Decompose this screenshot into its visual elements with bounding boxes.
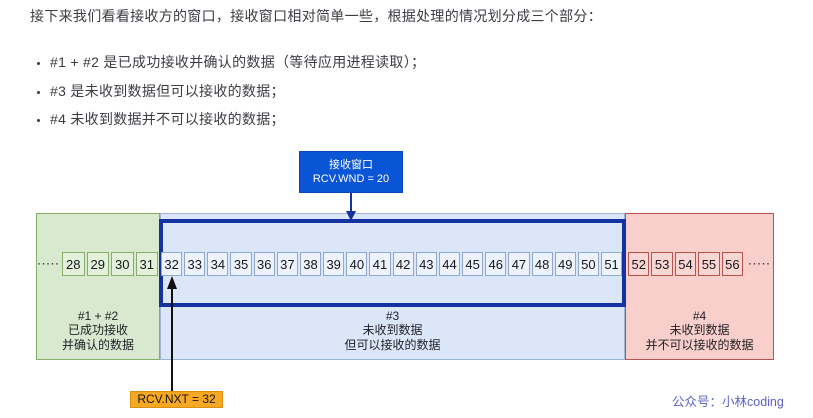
receive-window-callout: 接收窗口 RCV.WND = 20 (299, 151, 403, 193)
region-label-line: 已成功接收 (67, 323, 128, 337)
rcv-nxt-label: RCV.NXT = 32 (130, 391, 223, 408)
region-not-receivable: #4 未收到数据 并不可以接收的数据 (625, 213, 774, 360)
region-label-line: #4 (692, 308, 707, 323)
region-label-line: 未收到数据 (362, 323, 423, 337)
sequence-cell-48: 48 (531, 252, 553, 276)
sequence-cell-49: 49 (554, 252, 576, 276)
receive-window-callout-title: 接收窗口 (329, 159, 373, 171)
sequence-cell-43: 43 (415, 252, 437, 276)
sequence-ellipsis-right: ····· (748, 259, 772, 269)
sequence-cell-45: 45 (462, 252, 484, 276)
region-receive-window: #3 未收到数据 但可以接收的数据 (160, 213, 625, 360)
sequence-cell-31: 31 (135, 252, 158, 276)
region-label-line: 但可以接收的数据 (344, 337, 441, 352)
sequence-cell-47: 47 (508, 252, 530, 276)
region-label-line: #1 + #2 (77, 308, 119, 323)
sequence-cell-50: 50 (577, 252, 599, 276)
receive-window-callout-value: RCV.WND = 20 (312, 173, 390, 185)
region-receive-window-label: #3 未收到数据 但可以接收的数据 (161, 309, 624, 353)
sequence-cell-29: 29 (86, 252, 109, 276)
region-label-line: 未收到数据 (669, 323, 730, 337)
sequence-cell-35: 35 (230, 252, 252, 276)
sequence-cell-51: 51 (600, 252, 623, 276)
sequence-cell-33: 33 (184, 252, 206, 276)
bullet-item-2: #3 是未收到数据但可以接收的数据； (50, 83, 425, 100)
region-received-acked: #1 + #2 已成功接收 并确认的数据 (36, 213, 160, 360)
sequence-cell-56: 56 (721, 252, 744, 276)
region-label-line: #3 (385, 308, 400, 323)
sequence-cell-54: 54 (674, 252, 697, 276)
region-received-acked-label: #1 + #2 已成功接收 并确认的数据 (37, 309, 159, 353)
region-not-receivable-label: #4 未收到数据 并不可以接收的数据 (626, 309, 773, 353)
sequence-cell-53: 53 (651, 252, 673, 276)
sequence-cell-55: 55 (698, 252, 720, 276)
region-label-line: 并不可以接收的数据 (645, 337, 754, 352)
sequence-cell-42: 42 (392, 252, 414, 276)
bullet-item-1: #1 + #2 是已成功接收并确认的数据（等待应用进程读取）； (50, 54, 425, 71)
sequence-cell-52: 52 (628, 252, 650, 276)
sequence-cell-30: 30 (111, 252, 134, 276)
watermark: 公众号：小林coding (672, 395, 784, 409)
sequence-cell-40: 40 (346, 252, 368, 276)
sequence-cell-36: 36 (253, 252, 275, 276)
sequence-cell-46: 46 (485, 252, 507, 276)
region-label-line: 并确认的数据 (61, 337, 134, 352)
sequence-cell-39: 39 (323, 252, 345, 276)
sequence-cell-34: 34 (207, 252, 229, 276)
sequence-cell-41: 41 (369, 252, 391, 276)
sequence-cell-28: 28 (62, 252, 85, 276)
intro-text: 接下来我们看看接收方的窗口，接收窗口相对简单一些，根据处理的情况划分成三个部分： (30, 8, 602, 24)
sequence-cell-38: 38 (299, 252, 322, 276)
sequence-cell-44: 44 (438, 252, 461, 276)
bullet-item-3: #4 未收到数据并不可以接收的数据； (50, 111, 425, 128)
sequence-cell-32: 32 (161, 252, 183, 276)
sequence-ellipsis-left: ····· (37, 259, 61, 269)
sequence-cell-37: 37 (276, 252, 298, 276)
bullet-list: #1 + #2 是已成功接收并确认的数据（等待应用进程读取）； #3 是未收到数… (34, 54, 425, 140)
